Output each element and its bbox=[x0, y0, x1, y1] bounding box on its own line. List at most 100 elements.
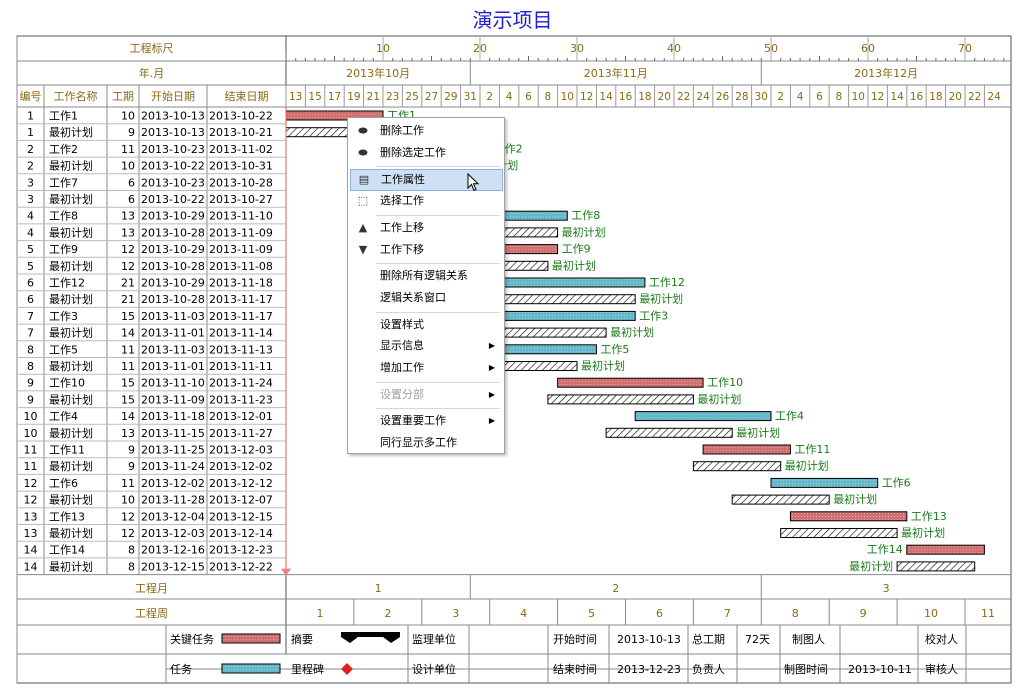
task-start-date: 2013-10-13 bbox=[141, 110, 205, 123]
menu-item[interactable]: ▲工作上移 bbox=[350, 218, 501, 238]
task-duration: 15 bbox=[121, 393, 135, 406]
task-start-date: 2013-11-01 bbox=[141, 360, 205, 373]
baseline-bar bbox=[605, 427, 733, 438]
task-start-date: 2013-10-22 bbox=[141, 160, 205, 173]
day-tick-label: 18 bbox=[929, 91, 942, 103]
task-name: 工作5 bbox=[49, 343, 78, 356]
menu-separator bbox=[376, 408, 500, 410]
menu-item[interactable]: 同行显示多工作 bbox=[350, 433, 501, 453]
menu-item[interactable]: ⬬ 删除工作 bbox=[350, 121, 501, 141]
bar-label: 最初计划 bbox=[901, 526, 945, 540]
menu-item-label: 删除工作 bbox=[380, 124, 424, 137]
menu-item[interactable]: 设置样式 bbox=[350, 315, 501, 335]
reviewer-label: 审核人 bbox=[925, 662, 958, 676]
task-start-date: 2013-10-13 bbox=[141, 126, 205, 139]
task-start-date: 2013-10-28 bbox=[141, 293, 205, 306]
task-duration: 11 bbox=[121, 477, 135, 490]
task-id: 5 bbox=[27, 243, 34, 256]
task-name: 工作6 bbox=[49, 477, 78, 490]
task-name: 最初计划 bbox=[49, 259, 93, 273]
task-start-date: 2013-12-02 bbox=[141, 477, 205, 490]
baseline-bar bbox=[896, 561, 976, 572]
column-header: 工期 bbox=[112, 90, 134, 103]
menu-item[interactable]: 增加工作▶ bbox=[350, 358, 501, 378]
task-end-date: 2013-10-28 bbox=[209, 176, 273, 189]
task-duration: 13 bbox=[121, 210, 135, 223]
task-end-date: 2013-11-11 bbox=[209, 360, 273, 373]
task-id: 2 bbox=[27, 143, 34, 156]
day-tick-label: 18 bbox=[638, 91, 651, 103]
task-start-date: 2013-10-22 bbox=[141, 193, 205, 206]
task-id: 5 bbox=[27, 260, 34, 273]
menu-item[interactable]: ⬚选择工作 bbox=[350, 191, 501, 211]
day-tick-label: 4 bbox=[506, 91, 513, 103]
task-name: 最初计划 bbox=[49, 559, 93, 573]
day-tick-label: 16 bbox=[619, 91, 633, 103]
task-name: 工作7 bbox=[49, 176, 78, 189]
day-tick-label: 24 bbox=[987, 91, 1001, 103]
milestone-diamond-icon bbox=[341, 663, 353, 675]
menu-item[interactable]: ▤工作属性 bbox=[350, 169, 503, 192]
task-id: 1 bbox=[27, 126, 34, 139]
bar-label: 最初计划 bbox=[785, 459, 829, 473]
column-header: 编号 bbox=[20, 89, 42, 103]
end-time-value: 2013-12-23 bbox=[617, 663, 681, 676]
menu-item[interactable]: 逻辑关系窗口 bbox=[350, 288, 501, 308]
day-tick-label: 16 bbox=[910, 91, 924, 103]
bar-label: 工作6 bbox=[882, 476, 911, 489]
critical-task-bar bbox=[789, 511, 908, 522]
task-start-date: 2013-12-03 bbox=[141, 527, 205, 540]
bar-label: 最初计划 bbox=[736, 425, 780, 439]
task-end-date: 2013-12-12 bbox=[209, 477, 273, 490]
menu-item-label: 工作下移 bbox=[380, 242, 424, 256]
task-id: 3 bbox=[27, 193, 34, 206]
task-end-date: 2013-12-23 bbox=[209, 544, 273, 557]
bar-label: 工作10 bbox=[707, 376, 743, 389]
task-name: 工作13 bbox=[49, 510, 85, 523]
task-duration: 10 bbox=[121, 110, 135, 123]
task-id: 13 bbox=[24, 510, 38, 523]
task-duration: 6 bbox=[128, 193, 135, 206]
bar-label: 最初计划 bbox=[581, 359, 625, 373]
day-tick-label: 20 bbox=[658, 91, 671, 103]
task-name: 工作3 bbox=[49, 310, 78, 323]
day-tick-label: 6 bbox=[525, 91, 532, 103]
menu-item[interactable]: 设置重要工作▶ bbox=[350, 411, 501, 431]
submenu-arrow-icon: ▶ bbox=[488, 341, 495, 351]
eraser-icon: ⬬ bbox=[358, 124, 368, 137]
project-week: 11 bbox=[981, 607, 995, 620]
move-down-icon: ▼ bbox=[358, 242, 368, 256]
task-bar bbox=[489, 310, 636, 321]
task-start-date: 2013-11-15 bbox=[141, 427, 205, 440]
task-name: 最初计划 bbox=[49, 392, 93, 406]
menu-item[interactable]: 删除所有逻辑关系 bbox=[350, 266, 501, 286]
task-start-date: 2013-12-16 bbox=[141, 544, 205, 557]
task-id: 6 bbox=[27, 277, 34, 290]
task-id: 7 bbox=[27, 310, 34, 323]
submenu-arrow-icon: ▶ bbox=[488, 363, 495, 372]
task-duration: 13 bbox=[121, 427, 135, 440]
legend-critical-swatch bbox=[221, 633, 281, 644]
menu-item[interactable]: ▼ 工作下移 bbox=[350, 240, 501, 260]
task-bar bbox=[770, 477, 879, 488]
task-id: 2 bbox=[27, 160, 34, 173]
task-duration: 8 bbox=[128, 544, 135, 557]
column-header: 结束日期 bbox=[225, 90, 269, 103]
page-title: 演示项目 bbox=[472, 8, 553, 32]
task-end-date: 2013-11-09 bbox=[209, 226, 273, 239]
bar-label: 工作14 bbox=[867, 543, 903, 556]
task-duration: 15 bbox=[121, 377, 135, 390]
task-duration: 14 bbox=[121, 327, 135, 340]
task-start-date: 2013-11-28 bbox=[141, 494, 205, 507]
task-duration: 14 bbox=[121, 410, 135, 423]
menu-item-label: 同行显示多工作 bbox=[380, 436, 457, 450]
day-tick-label: 4 bbox=[797, 91, 804, 103]
menu-separator bbox=[376, 381, 500, 383]
menu-item[interactable]: ⬬删除选定工作 bbox=[350, 143, 501, 163]
menu-separator bbox=[376, 214, 500, 216]
task-end-date: 2013-11-10 bbox=[209, 210, 273, 223]
task-id: 13 bbox=[24, 527, 38, 540]
project-week: 4 bbox=[520, 607, 527, 620]
menu-item[interactable]: 显示信息▶ bbox=[350, 336, 501, 356]
legend-summary-label: 摘要 bbox=[291, 632, 313, 646]
